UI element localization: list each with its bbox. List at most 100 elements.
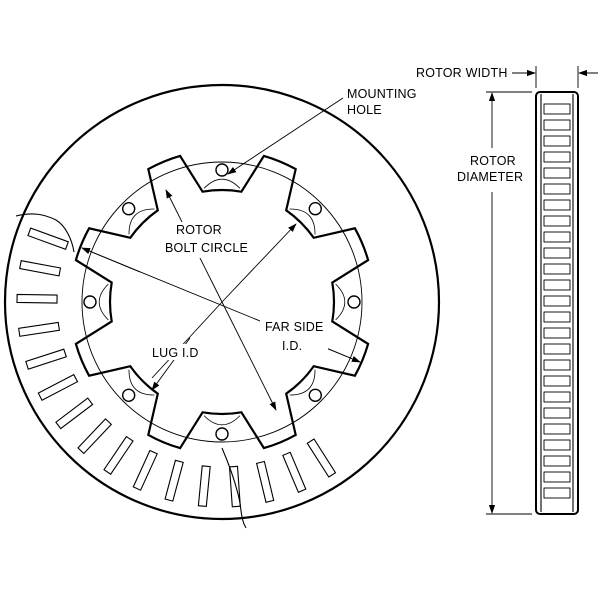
- side-vane: [543, 471, 571, 483]
- mounting-hole-label-2: HOLE: [347, 103, 382, 117]
- mounting-hole: [121, 388, 136, 402]
- rotor-bolt-circle-label-2: BOLT CIRCLE: [165, 241, 248, 255]
- rotor-outer-edge: [3, 83, 441, 521]
- mounting-lug: [83, 283, 109, 321]
- rotor-inner-edge: [74, 154, 370, 450]
- side-vane: [543, 103, 571, 115]
- inner-dimensions: ROTOR BOLT CIRCLE FAR SIDE I.D. LUG I.D: [81, 189, 361, 411]
- lug-fillet: [128, 208, 155, 235]
- mounting-lugs: [83, 163, 361, 441]
- mounting-hole: [215, 427, 229, 441]
- vane-slot: [164, 459, 184, 502]
- side-vane: [543, 423, 571, 435]
- vane-slot: [282, 451, 307, 494]
- vane-slot: [19, 260, 62, 277]
- far-side-label-bg: [260, 318, 328, 354]
- vane-slot: [132, 449, 158, 491]
- side-vane: [543, 231, 571, 243]
- side-vane: [543, 263, 571, 275]
- far-side-id-label-2: I.D.: [282, 339, 302, 353]
- side-vane: [543, 391, 571, 403]
- side-vane: [543, 279, 571, 291]
- vane-slot: [228, 465, 241, 508]
- vane-slot: [197, 465, 211, 507]
- side-vane: [543, 327, 571, 339]
- vane-slot: [37, 373, 79, 401]
- side-vane: [543, 407, 571, 419]
- side-vane: [543, 359, 571, 371]
- rotor-width-label: ROTOR WIDTH: [416, 66, 508, 80]
- lug-fillet: [289, 208, 316, 235]
- vane-slot: [18, 321, 61, 337]
- mounting-lug: [335, 283, 361, 321]
- rotor-width-dimension: ROTOR WIDTH: [416, 66, 598, 88]
- side-vane: [543, 215, 571, 227]
- cutaway-break-line: [15, 213, 75, 253]
- rotor-diameter-dimension: ROTOR DIAMETER: [457, 91, 532, 515]
- vane-slot: [25, 348, 67, 370]
- side-vane: [543, 375, 571, 387]
- lug-fillet: [289, 369, 316, 396]
- lug-fillet: [128, 369, 155, 396]
- mounting-hole: [308, 201, 322, 216]
- side-vane: [543, 167, 571, 179]
- bolt-circle-arrow-up: [221, 223, 297, 303]
- rotor-side-outline: [535, 91, 579, 515]
- side-vane: [543, 119, 571, 131]
- side-vane: [543, 183, 571, 195]
- rotor-diameter-label-1: ROTOR: [470, 154, 516, 168]
- mounting-hole-callout: MOUNTING HOLE: [227, 87, 417, 175]
- bolt-circle-line: [81, 161, 363, 443]
- lug-fillet: [203, 178, 241, 189]
- mounting-hole: [347, 295, 361, 309]
- rotor-front-view: [3, 83, 441, 529]
- mounting-hole: [308, 388, 322, 402]
- far-side-id-arrow-left: [81, 247, 141, 273]
- side-vane: [543, 487, 571, 499]
- vane-slot: [55, 397, 94, 430]
- lug-fillet: [98, 283, 109, 321]
- lug-id-label-bg: [148, 344, 206, 360]
- side-vane: [543, 439, 571, 451]
- mounting-hole-leader: [227, 97, 344, 175]
- bolt-circle-label-bg: [160, 222, 236, 258]
- mounting-lug: [289, 201, 322, 235]
- cooling-vane-slots: [16, 227, 337, 508]
- lug-fillet: [335, 283, 346, 321]
- mounting-lug: [121, 369, 155, 402]
- vane-slot: [16, 293, 58, 304]
- far-side-id-label-1: FAR SIDE: [265, 320, 324, 334]
- mounting-hole: [121, 201, 136, 216]
- vane-slot: [77, 418, 113, 455]
- mounting-lug: [121, 201, 155, 235]
- side-vane: [543, 199, 571, 211]
- mounting-hole-label-1: MOUNTING: [347, 87, 417, 101]
- lug-fillet: [203, 415, 241, 426]
- mounting-lug: [203, 415, 241, 441]
- mounting-lug: [203, 163, 241, 189]
- bolt-circle-line-down: [151, 301, 223, 379]
- mounting-hole: [215, 163, 229, 177]
- vane-slot: [27, 227, 70, 251]
- bolt-circle-arrow-down: [221, 301, 277, 411]
- side-vane: [543, 151, 571, 163]
- vane-slot: [255, 460, 275, 503]
- side-vane-pattern: [543, 103, 571, 499]
- side-vane: [543, 311, 571, 323]
- mounting-lug: [289, 369, 322, 402]
- vane-slot: [306, 438, 337, 478]
- rotor-side-view: [535, 91, 579, 515]
- side-vane: [543, 295, 571, 307]
- mounting-hole: [83, 295, 97, 309]
- rotor-bolt-circle-label-1: ROTOR: [176, 223, 222, 237]
- side-vane: [543, 135, 571, 147]
- vane-slot: [103, 435, 134, 475]
- side-vane: [543, 455, 571, 467]
- rotor-diameter-label-2: DIAMETER: [457, 170, 523, 184]
- side-vane: [543, 343, 571, 355]
- cutaway-break-line-lower: [221, 447, 247, 529]
- lug-id-label: LUG I.D: [152, 346, 199, 360]
- side-vane: [543, 247, 571, 259]
